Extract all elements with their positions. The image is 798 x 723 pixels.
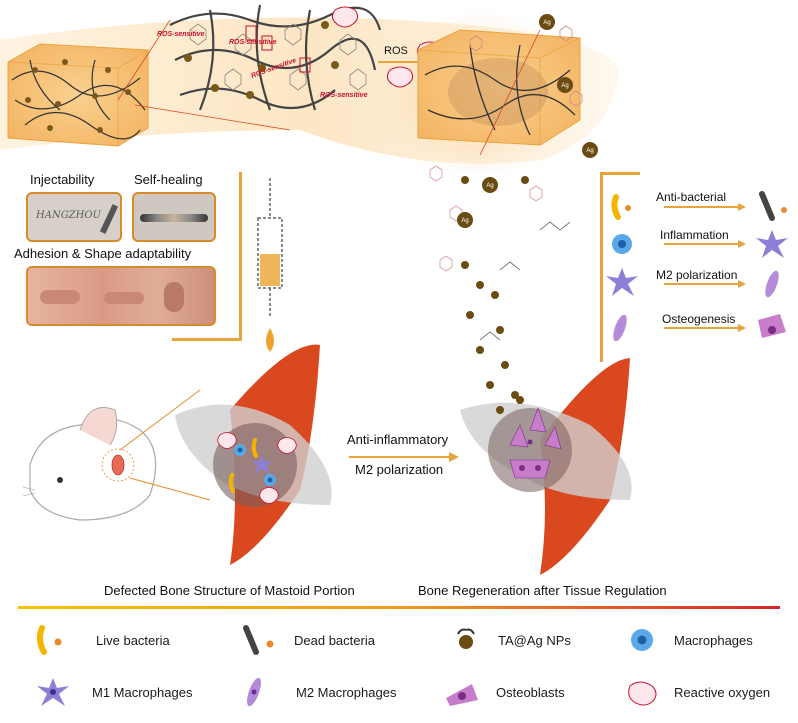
m1-macrophage-icon	[756, 230, 788, 258]
effects-panel: Anti-bacterial Inflammation M2 polarizat…	[600, 172, 798, 362]
finger-1-icon	[40, 290, 80, 304]
effect-label-anti-bacterial: Anti-bacterial	[656, 190, 727, 204]
dead-bacteria-icon	[243, 625, 274, 655]
center-transition: Anti-inflammatory M2 polarization	[345, 432, 465, 482]
finger-3-icon	[164, 282, 184, 312]
ros-sensitive-label-2: ROS-sensitive	[229, 39, 277, 46]
arrow-label-m2-polarization: M2 polarization	[355, 462, 444, 477]
adhesion-label: Adhesion & Shape adaptability	[14, 246, 192, 261]
hydrogel-rod-icon	[140, 214, 208, 222]
properties-panel-border-bottom	[172, 338, 242, 341]
svg-text:Ag: Ag	[586, 148, 593, 154]
svg-text:Ag: Ag	[461, 218, 468, 224]
writing-sample: HANGZHOU	[36, 210, 101, 221]
reactive-oxygen-icon	[628, 681, 657, 706]
dead-bacteria-icon	[759, 191, 775, 221]
m2-macrophage-icon	[765, 270, 779, 298]
self-healing-label: Self-healing	[134, 172, 203, 187]
syringe-graphic	[250, 178, 290, 368]
injectability-label: Injectability	[30, 172, 95, 187]
live-bacteria-icon	[36, 625, 62, 655]
finger-2-icon	[104, 292, 144, 304]
effect-label-m2-polarization: M2 polarization	[656, 268, 738, 282]
legend: Live bacteria Dead bacteria TA@Ag NPs Ma…	[0, 612, 798, 723]
legend-item-m1-macrophages: M1 Macrophages	[28, 674, 192, 710]
ta-ag-nps-icon	[457, 628, 475, 649]
effect-label-inflammation: Inflammation	[660, 228, 729, 242]
properties-panel: Injectability Self-healing HANGZHOU Adhe…	[0, 170, 240, 340]
self-healing-photo	[132, 192, 216, 242]
arrow-label-anti-inflammatory: Anti-inflammatory	[347, 432, 449, 447]
ros-arrow-label: ROS	[384, 45, 408, 57]
svg-text:Ag: Ag	[486, 183, 493, 189]
properties-panel-border	[239, 172, 242, 340]
osteoblast-icon	[446, 684, 478, 706]
caption-bone-regeneration: Bone Regeneration after Tissue Regulatio…	[418, 583, 667, 598]
macrophage-icon	[631, 629, 653, 651]
legend-item-live-bacteria: Live bacteria	[28, 622, 170, 658]
effects-panel-border-top	[600, 172, 640, 175]
injectability-photo: HANGZHOU	[26, 192, 122, 242]
legend-item-reactive-oxygen: Reactive oxygen	[622, 674, 770, 710]
pen-icon	[99, 204, 119, 234]
effect-label-osteogenesis: Osteogenesis	[662, 312, 736, 326]
svg-text:Ag: Ag	[561, 83, 568, 89]
ros-sensitive-label-4: ROS-sensitive	[320, 92, 368, 99]
legend-item-ta-ag-nps: TA@Ag NPs	[448, 622, 571, 658]
m2-macrophage-icon	[247, 677, 261, 707]
svg-text:Ag: Ag	[543, 20, 550, 26]
caption-defected-bone: Defected Bone Structure of Mastoid Porti…	[104, 583, 355, 598]
m1-macrophage-icon	[37, 678, 69, 706]
left-scene	[0, 330, 360, 580]
m2-macrophage-icon-2	[613, 314, 627, 342]
mouse-head-icon	[29, 417, 157, 521]
ros-sensitive-label-1: ROS-sensitive	[157, 31, 205, 38]
legend-item-osteoblasts: Osteoblasts	[440, 674, 565, 710]
legend-item-m2-macrophages: M2 Macrophages	[236, 674, 396, 710]
legend-divider	[18, 606, 780, 609]
effects-panel-border-left	[600, 172, 603, 362]
regenerated-site-icon	[488, 408, 572, 492]
legend-item-macrophages: Macrophages	[624, 622, 753, 658]
m1-macrophage-icon-2	[606, 268, 638, 296]
adhesion-photo	[26, 266, 216, 326]
legend-item-dead-bacteria: Dead bacteria	[236, 622, 375, 658]
right-scene	[440, 350, 680, 580]
live-bacteria-icon	[611, 194, 621, 220]
